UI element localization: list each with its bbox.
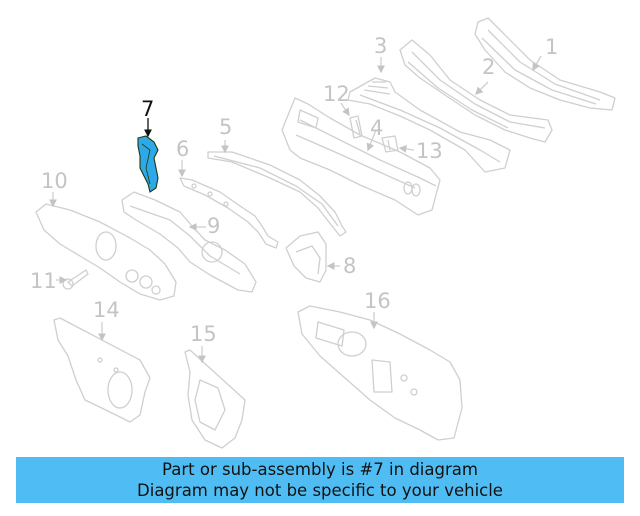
part-10-insulator[interactable]	[35, 203, 177, 301]
part-14-insulator[interactable]	[53, 317, 151, 423]
part-12-bracket[interactable]	[349, 115, 363, 139]
part-13-bracket[interactable]	[381, 135, 399, 153]
callout-15[interactable]: 15	[190, 322, 217, 346]
part-9-wiper-linkage[interactable]	[121, 191, 257, 293]
part-5-crossmember[interactable]	[207, 151, 347, 237]
part-3-cowl-panel[interactable]	[347, 77, 511, 173]
callout-3[interactable]: 3	[374, 34, 388, 58]
callout-7[interactable]: 7	[141, 97, 155, 121]
part-6-crossmember[interactable]	[179, 177, 279, 249]
part-1-cowl-panel[interactable]	[474, 17, 616, 111]
part-2-cowl-panel[interactable]	[399, 39, 553, 143]
callout-12[interactable]: 12	[323, 82, 350, 106]
part-7-highlighted[interactable]	[137, 118, 159, 193]
callout-11[interactable]: 11	[30, 269, 57, 293]
callout-13[interactable]: 13	[416, 139, 443, 163]
callout-14[interactable]: 14	[93, 298, 120, 322]
callout-9[interactable]: 9	[207, 214, 221, 238]
info-banner: Part or sub-assembly is #7 in diagram Di…	[16, 457, 624, 503]
callout-6[interactable]: 6	[176, 137, 190, 161]
part-15-insulator[interactable]	[184, 349, 246, 449]
callout-5[interactable]: 5	[219, 115, 233, 139]
part-16-dash-panel[interactable]	[297, 305, 463, 441]
callout-16[interactable]: 16	[364, 289, 391, 313]
banner-disclaimer: Diagram may not be specific to your vehi…	[137, 481, 503, 500]
callout-10[interactable]: 10	[41, 169, 68, 193]
part-4-cowl-panel[interactable]	[281, 97, 441, 216]
part-8-bracket[interactable]	[285, 231, 327, 283]
callout-4[interactable]: 4	[370, 116, 384, 140]
banner-part-notice: Part or sub-assembly is #7 in diagram	[162, 460, 478, 479]
callout-1[interactable]: 1	[545, 35, 559, 59]
callout-2[interactable]: 2	[482, 55, 496, 79]
part-11-bolt[interactable]	[62, 269, 89, 290]
callout-8[interactable]: 8	[343, 254, 357, 278]
